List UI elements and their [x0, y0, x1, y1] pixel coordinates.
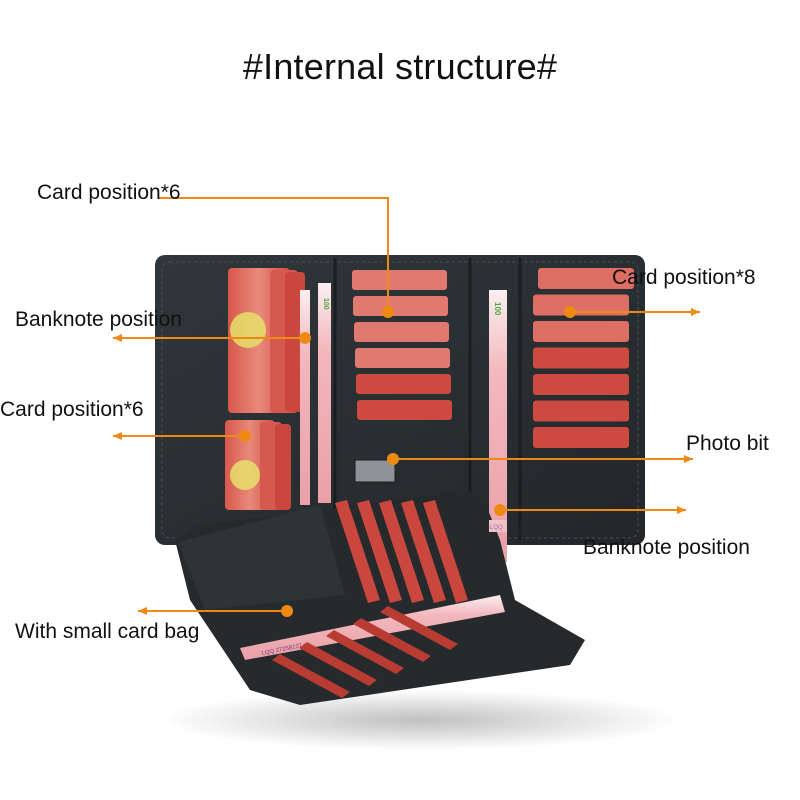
left-card-stack-bottom: [225, 420, 291, 510]
leader-dot: [387, 453, 399, 465]
leader-lines: [113, 197, 700, 617]
page-title: #Internal structure#: [242, 46, 558, 87]
card-slot: [352, 270, 447, 290]
leader-dot: [494, 504, 506, 516]
callout-small-card-bag: With small card bag: [15, 620, 200, 643]
card-slot: [356, 374, 451, 394]
callout-card-position-left: Card position*6: [0, 398, 144, 421]
card-slot: [538, 268, 634, 289]
card-bag-upper-cards: [335, 500, 468, 603]
small-bag-card: [357, 500, 402, 603]
middle-card-column: [352, 270, 452, 420]
small-card-bag: LQQ 27258137: [175, 490, 585, 705]
small-bag-card: [272, 654, 350, 698]
left-card-stack-top: [228, 268, 305, 413]
small-bag-card: [380, 606, 458, 650]
small-bag-card: [299, 642, 377, 686]
banknote-denomination: 100: [322, 298, 329, 310]
callout-banknote-position-left: Banknote position: [15, 308, 182, 331]
banknote-prefix-area: [489, 520, 507, 532]
leader-arrowhead: [138, 607, 147, 615]
card-slot: [533, 294, 629, 316]
flower-graphic: [230, 460, 260, 490]
leader-arrowhead: [677, 506, 686, 514]
card-slot: [357, 400, 452, 420]
leader-dot: [564, 306, 576, 318]
card-bag-flap: [178, 505, 345, 610]
small-bag-card: [401, 500, 446, 603]
leader-dot: [281, 605, 293, 617]
card-slot: [354, 322, 449, 342]
leader-dot: [239, 430, 251, 442]
card-slot: [533, 321, 629, 342]
leader-arrowhead: [113, 432, 122, 440]
card-slot: [533, 347, 629, 369]
leader-line: [158, 197, 389, 312]
card-slot: [533, 427, 629, 448]
card-bag-lower-cards: [272, 606, 458, 698]
callout-card-position-right: Card position*8: [612, 266, 756, 289]
callout-card-position-top: Card position*6: [37, 181, 181, 204]
card-slot: [533, 400, 629, 422]
small-bag-card: [379, 500, 424, 603]
banknote-center: [489, 290, 507, 562]
leader-dot: [299, 332, 311, 344]
banknote-slot-left: [318, 283, 331, 503]
flower-graphic: [230, 312, 266, 348]
leader-arrowhead: [684, 455, 693, 463]
banknote-prefix: LQQ: [490, 525, 503, 531]
drop-shadow: [160, 690, 680, 750]
photo-window: [354, 459, 396, 483]
small-bag-card: [335, 500, 380, 603]
small-bag-card: [326, 630, 404, 674]
right-card-column: [533, 268, 634, 448]
callout-photo-bit: Photo bit: [686, 432, 769, 455]
callout-banknote-position-right: Banknote position: [583, 536, 750, 559]
banknote-slot-left: [300, 290, 310, 505]
leader-arrowhead: [113, 334, 122, 342]
small-bag-card: [423, 500, 468, 603]
banknote-denomination-center: 100: [493, 302, 502, 316]
leader-dot: [382, 306, 394, 318]
card-slot: [353, 296, 448, 316]
leader-arrowhead: [691, 308, 700, 316]
floral-card: [275, 424, 291, 510]
card-slot: [355, 348, 450, 368]
card-slot: [533, 374, 629, 395]
small-bag-card: [353, 618, 431, 662]
